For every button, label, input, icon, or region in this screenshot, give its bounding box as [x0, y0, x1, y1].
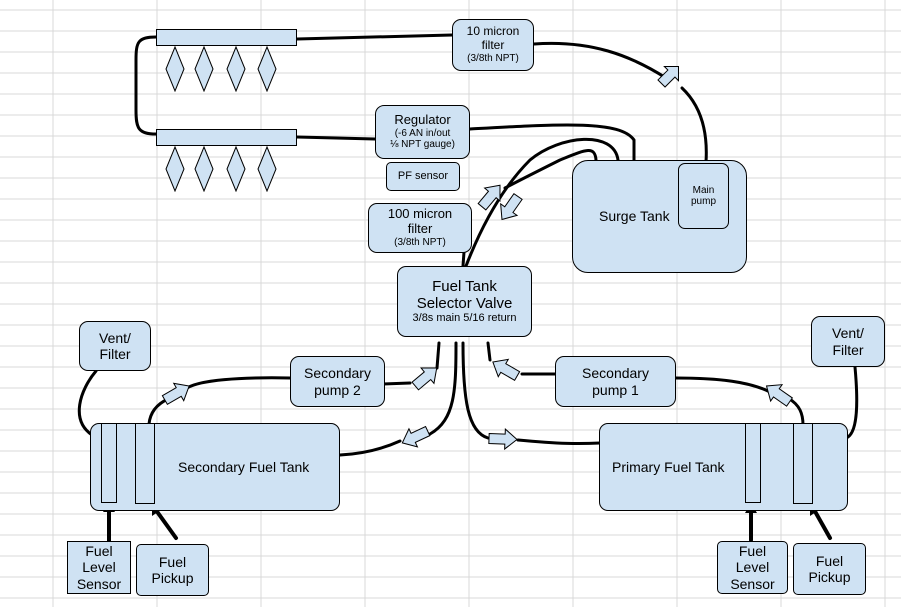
injector-icon	[165, 46, 185, 92]
filter-10-line1: 10 micron	[466, 24, 520, 39]
pf-sensor-label: PF sensor	[397, 170, 449, 183]
injector-icon	[226, 46, 246, 92]
filter-to-surge-line	[532, 41, 668, 80]
regulator-line1: Regulator	[394, 112, 451, 128]
filter-100-micron[interactable]: 100 micron filter (3/8th NPT)	[368, 203, 472, 253]
pump1-line2: pump 1	[592, 381, 639, 398]
fuel-pickup-right[interactable]: Fuel Pickup	[793, 543, 866, 595]
vent-right-line2: Filter	[832, 341, 864, 358]
level-left-line1: Fuel	[85, 543, 113, 560]
regulator-return-line	[468, 123, 636, 162]
regulator-line2: (-6 AN in/out	[394, 127, 451, 139]
selector-line1: Fuel Tank	[432, 277, 497, 295]
flow-arrow	[411, 367, 438, 391]
flow-arrow	[488, 427, 518, 451]
pickup-tube-left	[135, 423, 155, 504]
pickup-tube-right	[793, 423, 813, 504]
main-pump-line2: pump	[690, 196, 716, 207]
flow-arrow	[161, 382, 190, 406]
fuel-rail-top	[156, 29, 297, 46]
main-pump[interactable]: Main pump	[678, 163, 729, 229]
level-left-line2: Level	[82, 559, 116, 576]
rail-to-regulator-line	[295, 135, 377, 141]
pickup-left-line2: Pickup	[151, 570, 194, 586]
vent-right-line1: Vent/	[832, 325, 864, 342]
vent-left-line2: Filter	[99, 346, 131, 362]
filter-100-line2: filter	[407, 221, 433, 237]
level-sensor-tube-left	[101, 423, 117, 503]
fuel-level-sensor-left[interactable]: Fuel Level Sensor	[67, 541, 131, 594]
surge-tank-label: Surge Tank	[599, 208, 670, 225]
injector-icon	[194, 46, 214, 92]
filter-10-line3: (3/8th NPT)	[467, 53, 519, 65]
fuel-tank-selector-valve[interactable]: Fuel Tank Selector Valve 3/8s main 5/16 …	[397, 266, 532, 337]
injector-icon	[226, 146, 246, 192]
regulator-line3: ⅛ NPT gauge)	[390, 139, 455, 151]
fuel-pickup-left[interactable]: Fuel Pickup	[136, 544, 209, 596]
injector-icon	[165, 146, 185, 192]
pickup-right-line2: Pickup	[808, 569, 851, 585]
flow-arrow	[477, 184, 501, 211]
rail-to-filter-line	[295, 33, 454, 41]
pf-sensor[interactable]: PF sensor	[386, 162, 460, 191]
injector-icon	[257, 46, 277, 92]
filter-10-micron[interactable]: 10 micron filter (3/8th NPT)	[452, 19, 534, 71]
level-right-line1: Fuel	[738, 543, 767, 560]
rail-loop-line	[134, 35, 158, 136]
fuel-rail-bottom	[156, 129, 297, 146]
level-sensor-tube-right	[745, 423, 761, 503]
pickup-right-line1: Fuel	[815, 552, 844, 569]
injector-icon	[194, 146, 214, 192]
flow-arrow	[500, 192, 523, 221]
selector-line2: Selector Valve	[416, 295, 513, 313]
vent-left-line1: Vent/	[99, 329, 131, 346]
filter-100-line3: (3/8th NPT)	[394, 237, 446, 249]
secondary-fuel-tank[interactable]: Secondary Fuel Tank	[90, 423, 340, 511]
vent-filter-right[interactable]: Vent/ Filter	[811, 316, 885, 367]
vent-filter-left[interactable]: Vent/ Filter	[79, 321, 151, 371]
filter-100-line1: 100 micron	[387, 206, 453, 222]
flow-arrow	[401, 425, 431, 448]
regulator[interactable]: Regulator (-6 AN in/out ⅛ NPT gauge)	[375, 105, 470, 159]
pump1-line1: Secondary	[582, 365, 649, 382]
pump2-line1: Secondary	[304, 365, 371, 382]
secondary-pump-1[interactable]: Secondary pump 1	[555, 356, 676, 407]
level-right-line2: Level	[735, 559, 770, 576]
pump2-line2: pump 2	[314, 381, 361, 398]
main-pump-line1: Main	[692, 184, 715, 196]
level-left-line3: Sensor	[76, 575, 122, 592]
surge-to-filter-line	[680, 86, 708, 164]
fuel-level-sensor-right[interactable]: Fuel Level Sensor	[717, 541, 788, 594]
flow-arrow	[492, 358, 521, 382]
flow-arrow	[765, 384, 794, 407]
flow-arrow	[657, 66, 679, 88]
secondary-tank-label: Secondary Fuel Tank	[178, 458, 310, 475]
selector-line3: 3/8s main 5/16 return	[412, 312, 517, 325]
primary-tank-label: Primary Fuel Tank	[612, 458, 725, 475]
filter-10-line2: filter	[481, 38, 505, 53]
secondary-pump-2[interactable]: Secondary pump 2	[290, 356, 385, 407]
pickup-left-line1: Fuel	[158, 553, 187, 570]
level-right-line3: Sensor	[730, 575, 775, 592]
injector-icon	[257, 146, 277, 192]
